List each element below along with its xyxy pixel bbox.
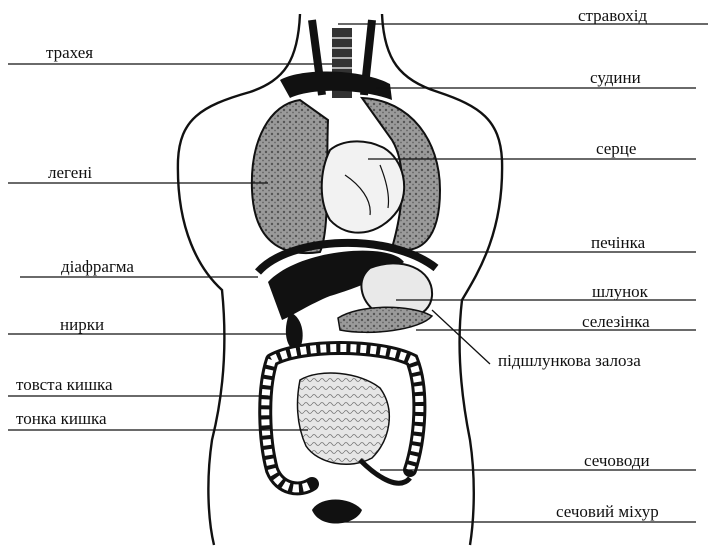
ureters bbox=[360, 460, 410, 483]
label-liver: печінка bbox=[591, 234, 645, 251]
heart bbox=[322, 141, 404, 232]
label-small-intestine: тонка кишка bbox=[16, 410, 107, 427]
label-heart: серце bbox=[596, 140, 636, 157]
spleen bbox=[338, 307, 432, 332]
label-spleen: селезінка bbox=[582, 313, 650, 330]
label-bladder: сечовий міхур bbox=[556, 503, 659, 520]
small-intestine bbox=[298, 373, 390, 464]
label-large-intestine: товста кишка bbox=[16, 376, 113, 393]
label-lungs: легені bbox=[48, 164, 92, 181]
label-ureters: сечоводи bbox=[584, 452, 650, 469]
left-lung bbox=[252, 100, 328, 253]
label-pancreas: підшлункова залоза bbox=[498, 352, 641, 369]
label-diaphragm: діафрагма bbox=[61, 258, 134, 275]
label-stomach: шлунок bbox=[592, 283, 648, 300]
label-esophagus: стравохід bbox=[578, 7, 647, 24]
bladder bbox=[312, 500, 362, 524]
label-trachea: трахея bbox=[46, 44, 93, 61]
label-vessels: судини bbox=[590, 69, 641, 86]
label-kidneys: нирки bbox=[60, 316, 104, 333]
